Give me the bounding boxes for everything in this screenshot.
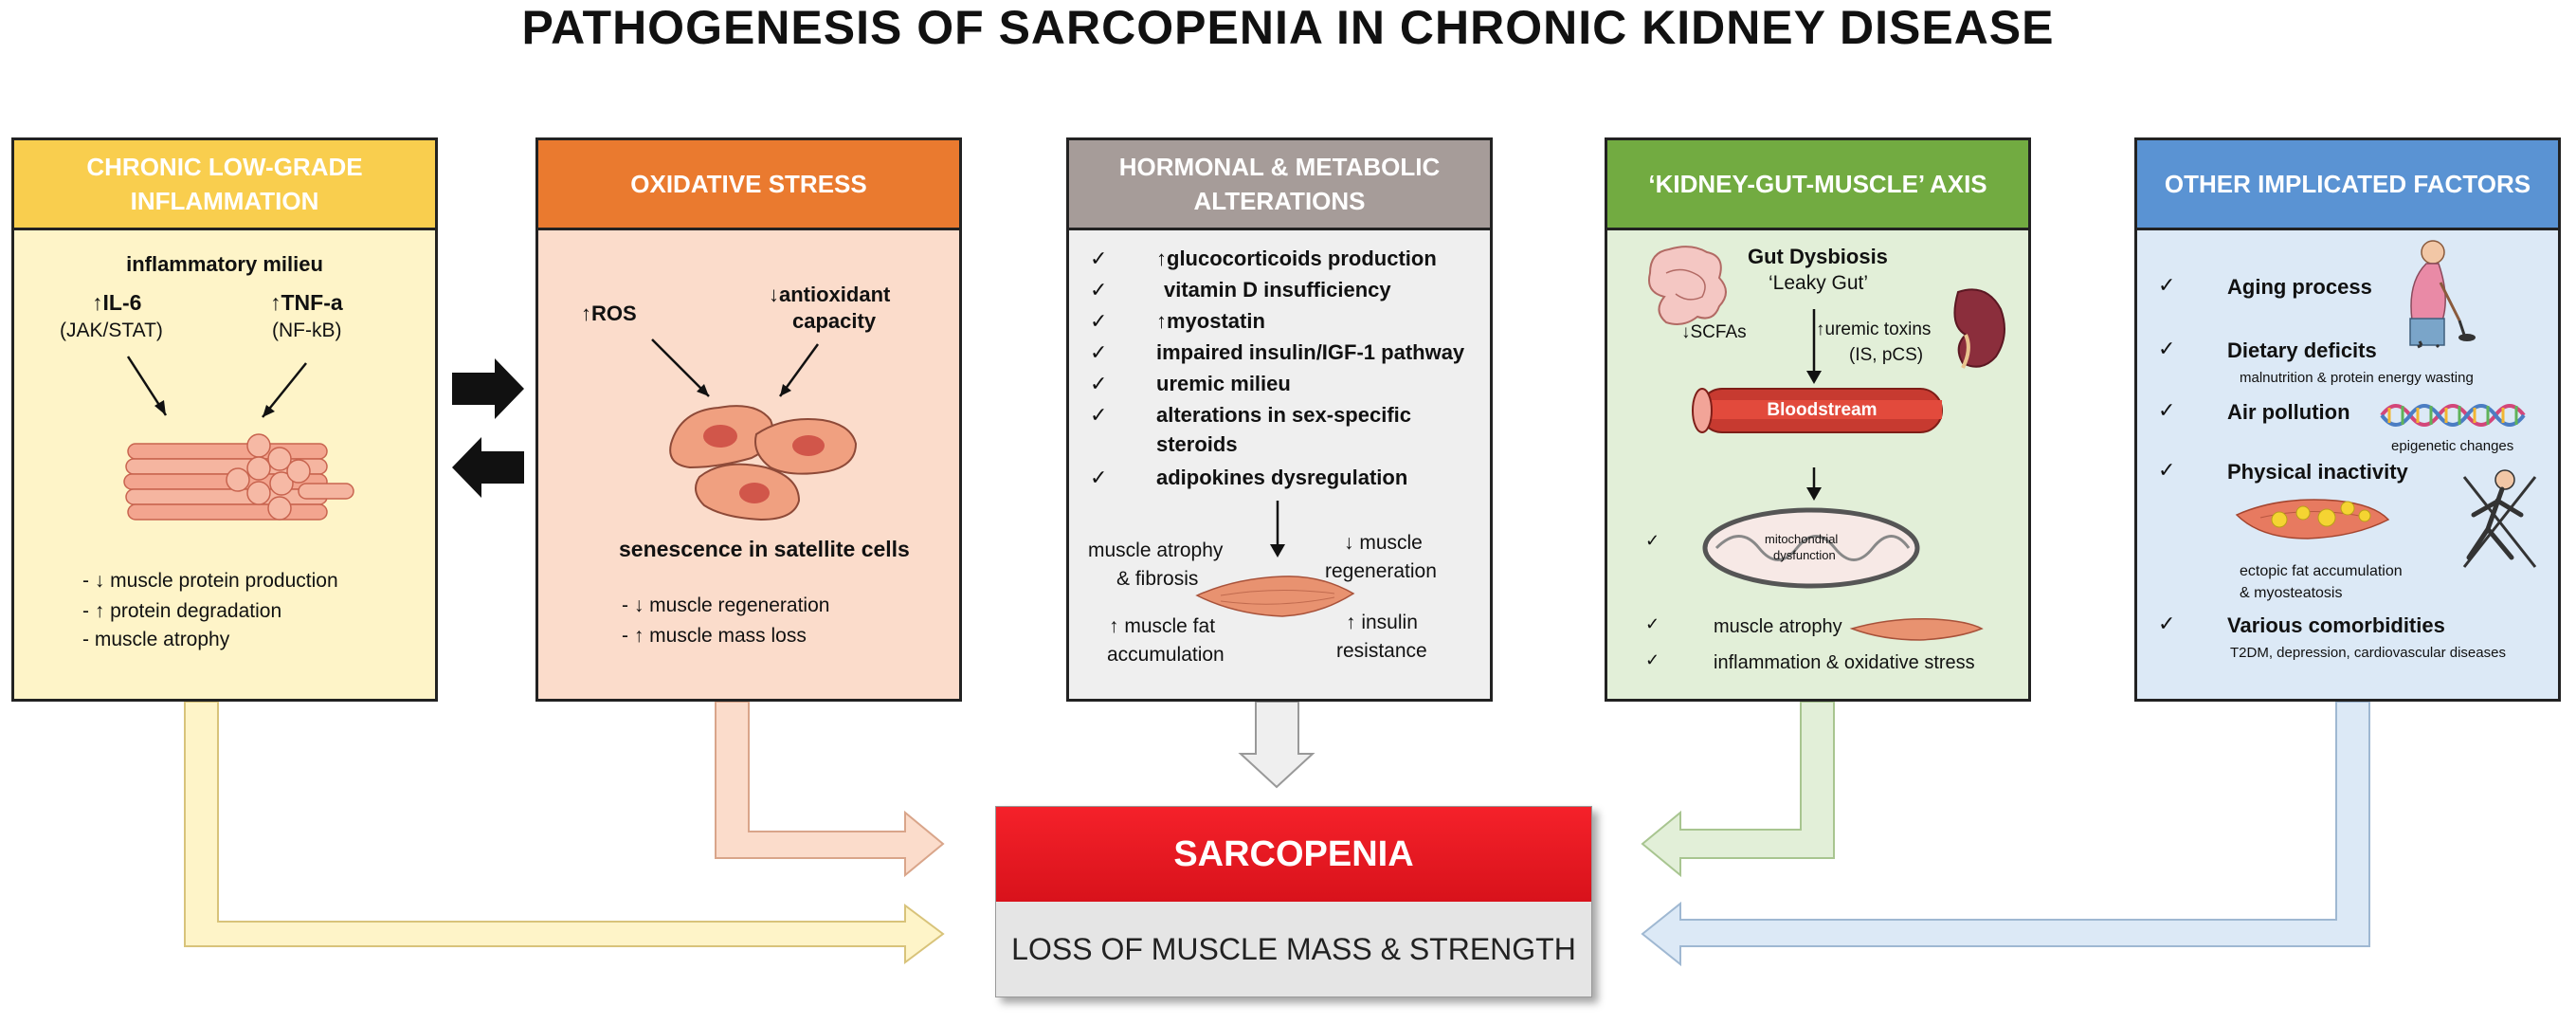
oxidative-effect-2: - ↑ muscle mass loss [622,625,807,647]
sarcopenia-box: SARCOPENIA LOSS OF MUSCLE MASS & STRENGT… [995,806,1592,997]
axis-header: ‘KIDNEY-GUT-MUSCLE’ AXIS [1607,140,2028,230]
outcome-fat-1: ↑ muscle fat [1109,615,1216,637]
outcome-regeneration-1: ↓ muscle [1344,532,1423,554]
il6-pathway-label: (JAK/STAT) [60,320,163,341]
tnf-pathway-label: (NF-kB) [272,320,342,341]
check-icon: ✓ [2158,273,2176,297]
gut-kidney-bloodstream-illustration [1648,246,2005,641]
check-icon: ✓ [2158,458,2176,482]
inflammation-connector-arrow [184,701,945,964]
hormonal-header: HORMONAL & METABOLIC ALTERATIONS [1069,140,1490,230]
comorbidities-sublabel: T2DM, depression, cardiovascular disease… [2230,645,2506,661]
check-icon: ✓ [1090,247,1108,270]
senescence-label: senescence in satellite cells [619,537,910,561]
hormonal-item-1: ↑glucocorticoids production [1156,247,1437,270]
axis-panel: ‘KIDNEY-GUT-MUSCLE’ AXIS Gut Dysbiosis ‘… [1605,137,2031,702]
scfa-label: ↓SCFAs [1681,322,1747,342]
muscle-fiber-illustration [123,356,354,521]
right-black-arrow [452,358,524,419]
other-header: OTHER IMPLICATED FACTORS [2137,140,2558,230]
oxidative-header: OXIDATIVE STRESS [538,140,959,230]
ectopic-fat-label-1: ectopic fat accumulation [2240,563,2403,579]
muscle-outcome-illustration [1195,501,1355,617]
aging-label: Aging process [2227,275,2372,299]
oxidative-panel: OXIDATIVE STRESS ↑ROS ↓antioxidant capac… [535,137,962,702]
check-icon: ✓ [2158,398,2176,422]
check-icon: ✓ [1090,309,1108,333]
mitochondrial-label-2: dysfunction [1773,548,1836,562]
axis-connector-arrow [1641,701,1835,878]
check-icon: ✓ [1090,403,1108,427]
axis-atrophy-label: muscle atrophy [1714,616,1842,637]
tnf-label: ↑TNF-a [270,290,343,315]
gut-dysbiosis-label: Gut Dysbiosis [1748,245,1888,268]
outcome-atrophy-1: muscle atrophy [1088,539,1224,561]
outcome-insulin-1: ↑ insulin [1346,612,1418,633]
left-black-arrow [452,437,524,498]
check-icon: ✓ [1645,531,1660,550]
comorbidities-label: Various comorbidities [2227,613,2445,637]
inflammation-header: CHRONIC LOW-GRADE INFLAMMATION [14,140,435,230]
satellite-cells-illustration [651,338,858,521]
check-icon: ✓ [1090,278,1108,302]
uremic-toxins-label-1: ↑uremic toxins [1816,320,1932,339]
mitochondrial-label-1: mitochondrial [1765,532,1839,546]
outcome-fat-2: accumulation [1107,644,1225,666]
epigenetic-label: epigenetic changes [2391,438,2514,454]
ros-label: ↑ROS [581,302,637,325]
inflammation-effect-2: - ↑ protein degradation [82,600,282,622]
oxidative-connector-arrow [715,701,945,878]
check-icon: ✓ [1090,372,1108,395]
page-title: PATHOGENESIS OF SARCOPENIA IN CHRONIC KI… [521,1,2055,54]
dietary-sublabel: malnutrition & protein energy wasting [2240,370,2474,386]
air-pollution-label: Air pollution [2227,400,2350,424]
oxidative-effect-1: - ↓ muscle regeneration [622,594,830,616]
sarcopenia-label: SARCOPENIA [996,807,1591,902]
check-icon: ✓ [1090,466,1108,489]
other-factors-illustration [2235,240,2537,568]
inflammation-effect-1: - ↓ muscle protein production [82,570,338,592]
inflammatory-milieu-label: inflammatory milieu [126,252,323,276]
outcome-regeneration-2: regeneration [1325,560,1437,582]
hormonal-item-2: vitamin D insufficiency [1164,278,1391,302]
hormonal-item-3: ↑myostatin [1156,309,1265,333]
other-connector-arrow [1641,701,2370,967]
hormonal-connector-arrow [1238,701,1315,789]
check-icon: ✓ [2158,612,2176,635]
hormonal-item-4: impaired insulin/IGF-1 pathway [1156,340,1465,364]
sarcopenia-definition: LOSS OF MUSCLE MASS & STRENGTH [996,902,1591,997]
hormonal-item-5: uremic milieu [1156,372,1291,395]
hormonal-item-7: adipokines dysregulation [1156,466,1408,489]
outcome-insulin-2: resistance [1336,640,1427,662]
other-panel: OTHER IMPLICATED FACTORS [2134,137,2561,702]
antioxidant-label-2: capacity [792,309,877,333]
il6-label: ↑IL-6 [92,290,142,315]
check-icon: ✓ [1090,340,1108,364]
inflammation-panel: CHRONIC LOW-GRADE INFLAMMATION inflammat… [11,137,438,702]
uremic-toxins-label-2: (IS, pCS) [1849,345,1924,365]
antioxidant-label-1: ↓antioxidant [769,283,891,306]
axis-inflammation-label: inflammation & oxidative stress [1714,652,1975,673]
inflammation-effect-3: - muscle atrophy [82,629,230,650]
dietary-label: Dietary deficits [2227,338,2377,362]
check-icon: ✓ [2158,337,2176,360]
inactivity-label: Physical inactivity [2227,460,2408,484]
hormonal-item-6-continuation: steroids [1156,432,1238,456]
hormonal-item-6: alterations in sex-specific [1156,403,1411,427]
outcome-atrophy-2: & fibrosis [1116,568,1199,590]
leaky-gut-label: ‘Leaky Gut’ [1769,272,1869,294]
check-icon: ✓ [1645,614,1660,633]
check-icon: ✓ [1645,650,1660,669]
hormonal-panel: HORMONAL & METABOLIC ALTERATIONS ✓ ↑gluc… [1066,137,1493,702]
bloodstream-label: Bloodstream [1767,400,1878,420]
ectopic-fat-label-2: & myosteatosis [2240,585,2343,601]
